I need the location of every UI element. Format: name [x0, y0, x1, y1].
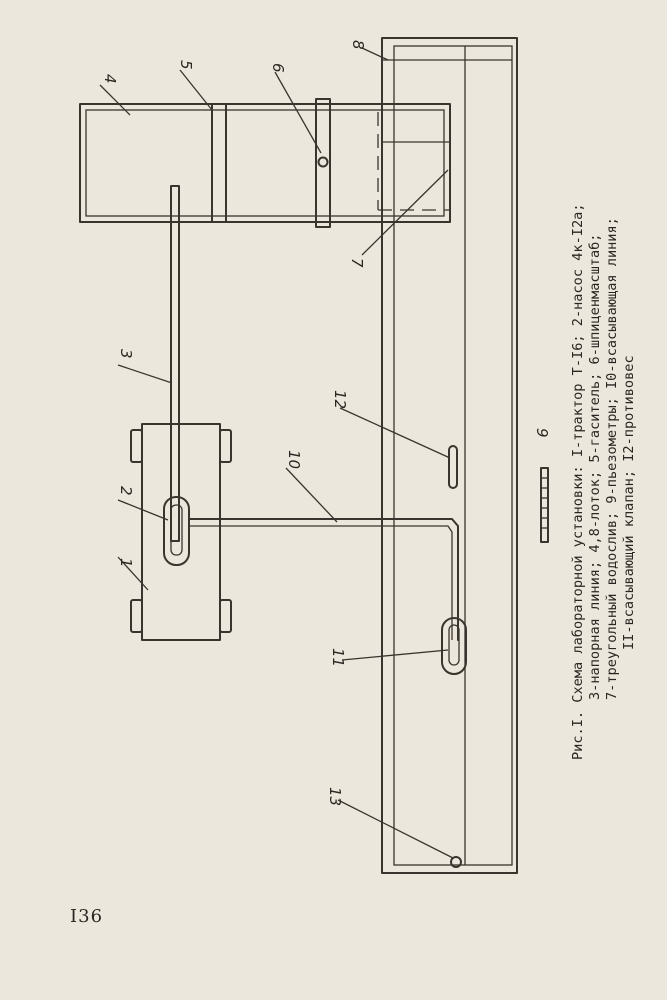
- flume-4: [79, 103, 451, 223]
- figure-caption: Рис.I. Схема лабораторной установки: I-т…: [570, 203, 637, 760]
- element-13: [450, 856, 462, 868]
- label-7: 7: [348, 258, 366, 268]
- label-4: 4: [101, 74, 119, 84]
- label-12: 12: [331, 390, 349, 409]
- suction-valve-11: [441, 617, 467, 675]
- label-5: 5: [177, 60, 195, 70]
- tractor-1: [130, 423, 232, 641]
- counterweight-12: [448, 445, 458, 489]
- caption-line-1: Рис.I. Схема лабораторной установки: I-т…: [570, 203, 586, 760]
- pump-2: [163, 496, 190, 566]
- suction-line-10: [188, 518, 459, 641]
- point-gauge-6: [315, 98, 331, 228]
- label-3: 3: [117, 349, 135, 359]
- caption-line-3: 7-треугольный водослив; 9-пьезометры; I0…: [604, 217, 620, 700]
- label-13: 13: [326, 787, 344, 806]
- caption-line-4: II-всасывающий клапан; I2-противовес: [621, 355, 637, 650]
- label-8: 8: [349, 40, 367, 50]
- label-2: 2: [117, 486, 135, 496]
- leader-lines: [99, 47, 454, 859]
- damper-5: [211, 103, 227, 223]
- page-number: I36: [70, 906, 104, 927]
- number-labels: 1 2 3 4 5 6 7 8 9 10 11 12 13: [101, 40, 551, 806]
- label-11: 11: [329, 648, 347, 667]
- label-9: 9: [533, 428, 551, 438]
- label-1: 1: [117, 558, 135, 568]
- caption-line-2: 3-напорная линия; 4,8-лоток; 5-гаситель;…: [587, 234, 603, 701]
- piezometers-9: [540, 467, 549, 543]
- label-10: 10: [285, 450, 303, 469]
- pressure-line-3: [170, 185, 180, 542]
- label-6: 6: [269, 63, 287, 73]
- triangular-weir-7: [377, 112, 450, 211]
